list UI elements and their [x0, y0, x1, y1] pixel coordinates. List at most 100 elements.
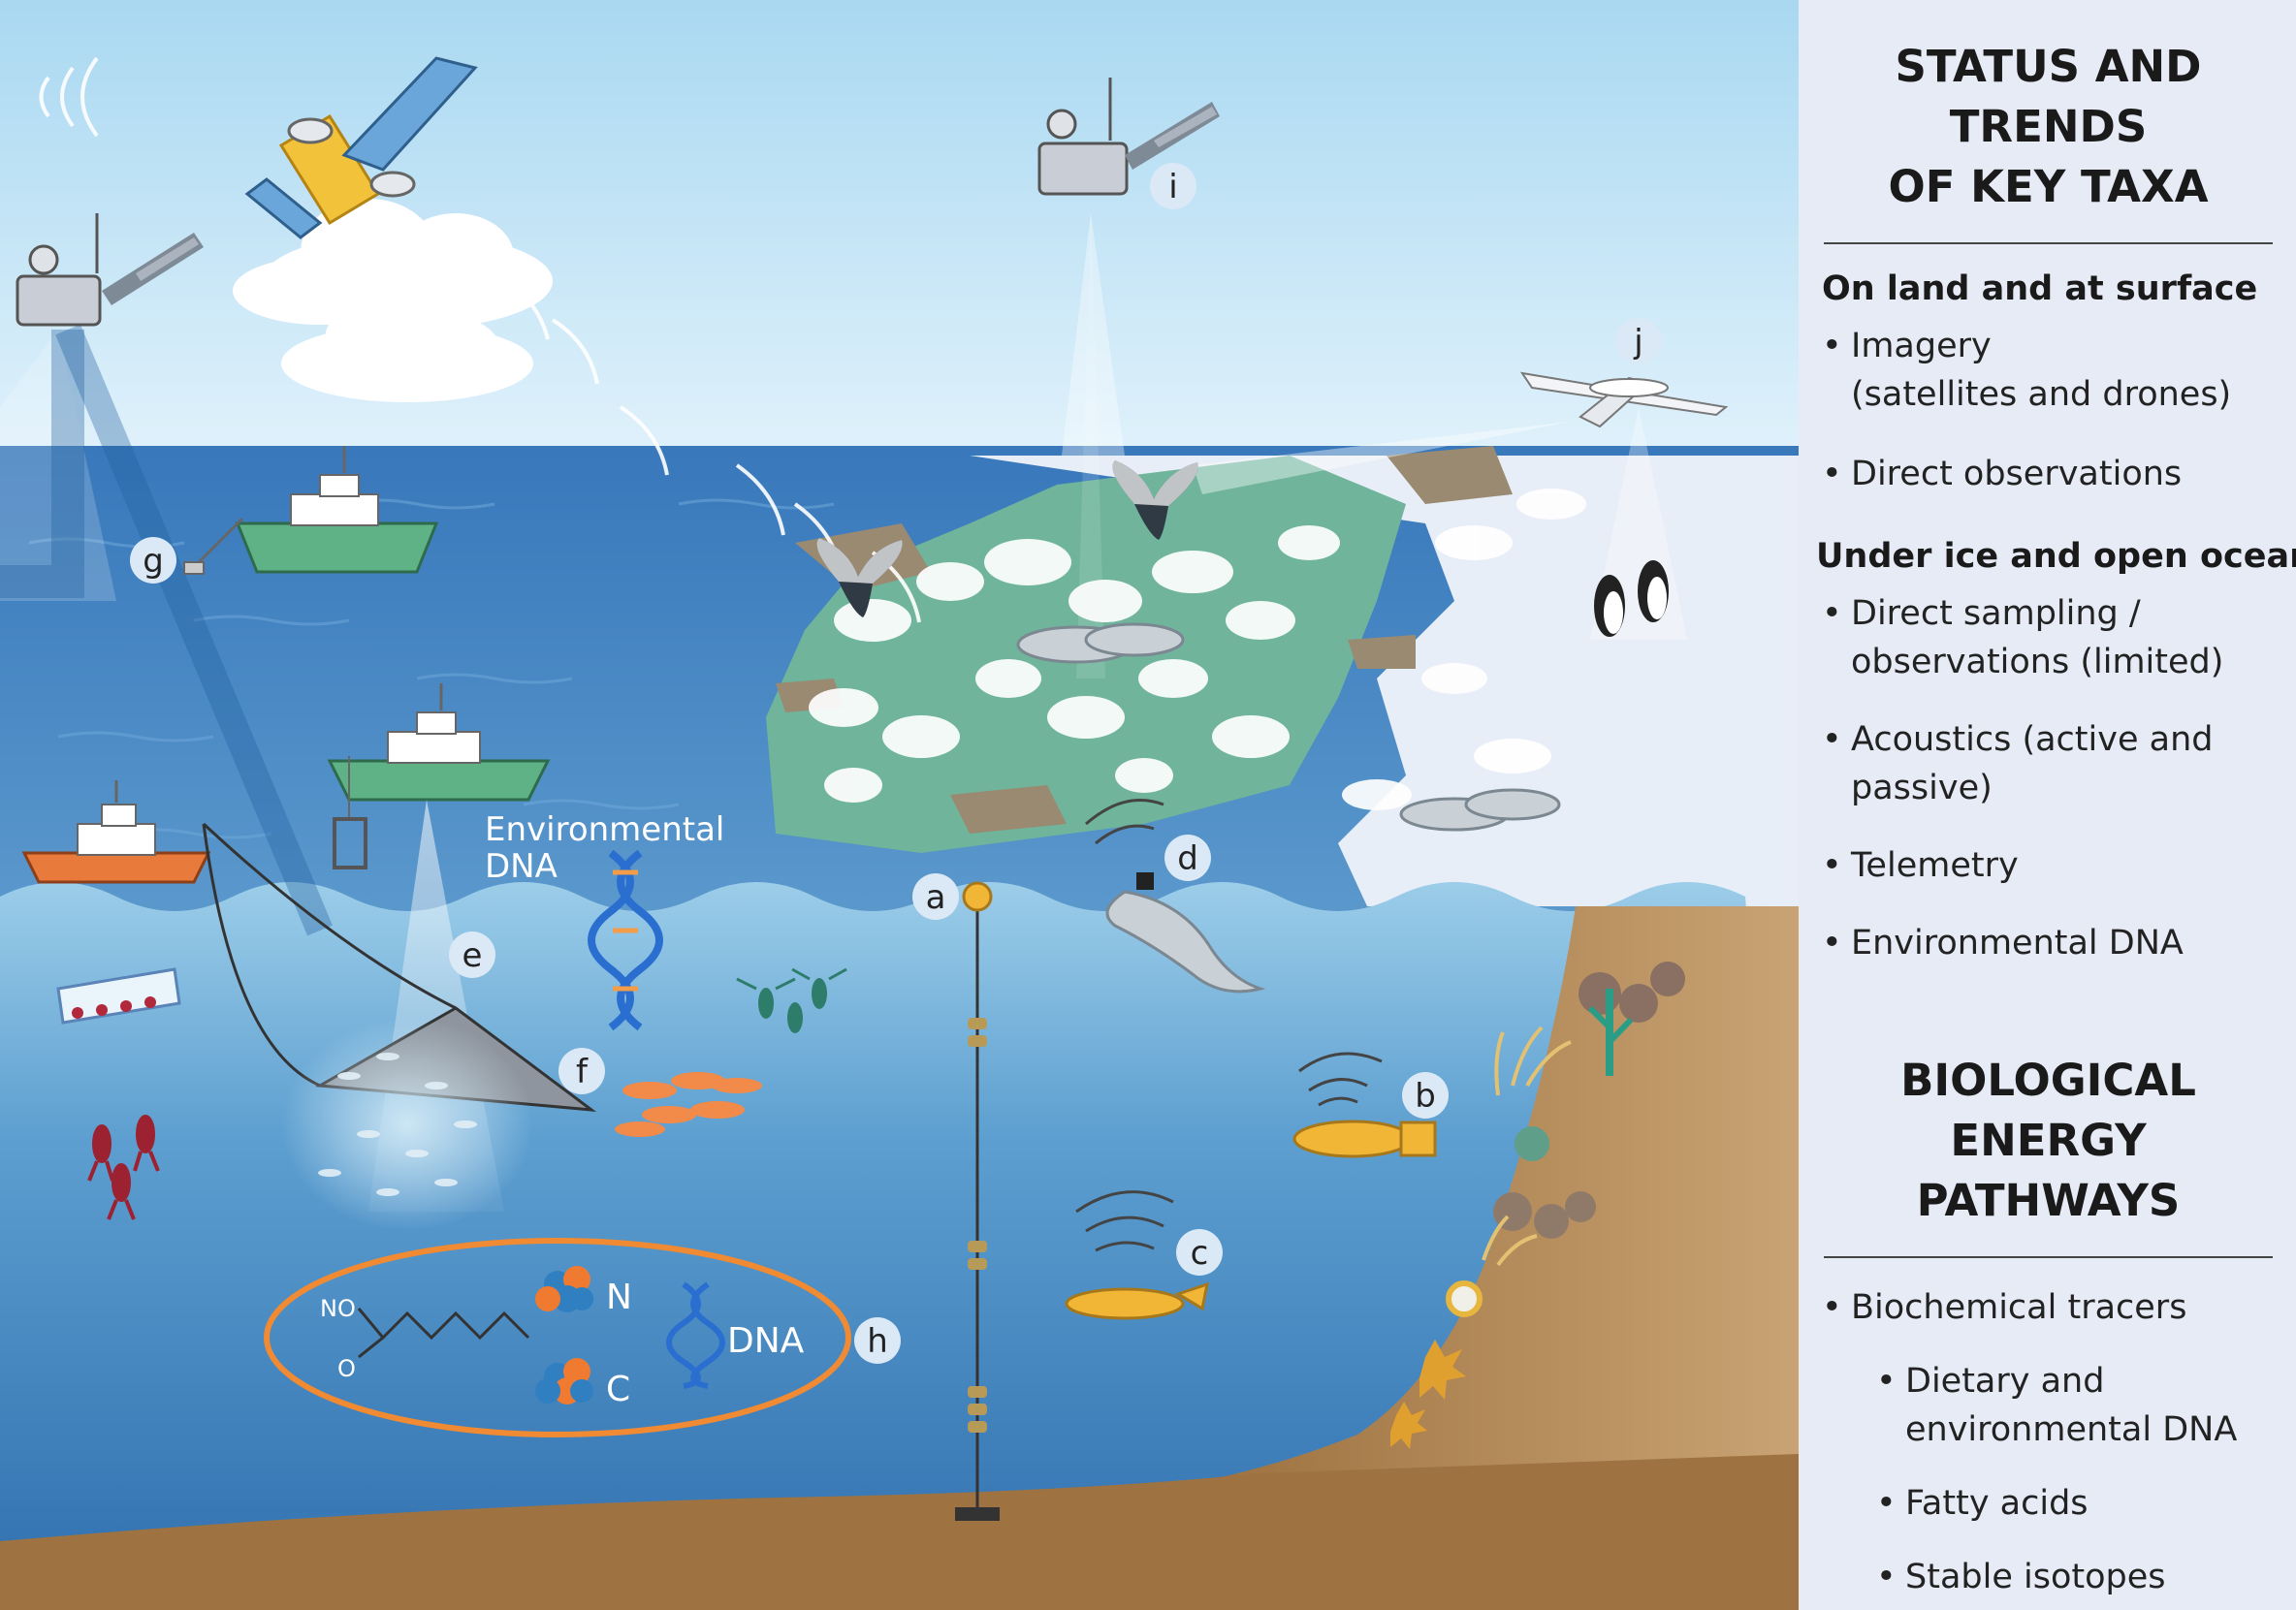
- nitrogen-label: N: [606, 1278, 632, 1317]
- ocean-method-list: Direct sampling / observations (limited) A…: [1818, 589, 2279, 967]
- dna-small-icon: [666, 1281, 725, 1389]
- marker-layer: a b c d e f g h i j: [130, 163, 1662, 1364]
- marker-j: j: [1615, 318, 1662, 364]
- marker-c: c: [1176, 1229, 1223, 1276]
- whale-tail: [816, 538, 903, 617]
- marker-circle: [854, 1317, 901, 1364]
- marker-letter: b: [1415, 1077, 1436, 1116]
- benthic-fauna: [1390, 962, 1685, 1449]
- bullet-text: Telemetry: [1851, 846, 2019, 885]
- marker-i: i: [1150, 163, 1196, 209]
- molecule-bottom-label: O: [337, 1355, 356, 1382]
- bullet-item: Biochemical tracers: [1818, 1283, 2279, 1332]
- nitrogen-isotope-icon: [535, 1266, 593, 1312]
- bullet-text: (satellites and drones): [1851, 375, 2232, 414]
- salps: [56, 967, 181, 1025]
- mooring: [955, 881, 1000, 1521]
- bullet-text: Imagery: [1851, 327, 1992, 365]
- bullet-item: Acoustics (active and passive): [1818, 715, 2279, 812]
- marker-letter: j: [1633, 323, 1642, 362]
- research-ship-ctd: [327, 683, 551, 869]
- marker-circle: [1150, 163, 1196, 209]
- marker-letter: a: [926, 878, 946, 917]
- title-line: STATUS AND TRENDS: [1895, 41, 2202, 152]
- subheading-ocean: Under ice and open ocean: [1816, 537, 2296, 576]
- marker-g: g: [130, 537, 176, 584]
- bullet-item: Fatty acids: [1872, 1479, 2279, 1528]
- cloud: [281, 300, 533, 402]
- communication-satellite: [244, 56, 478, 239]
- fish: [318, 1053, 477, 1196]
- fish-school: [281, 1018, 533, 1231]
- seafloor: [0, 1454, 1799, 1610]
- divider: [1824, 242, 2273, 244]
- dna-helix-icon: [588, 849, 663, 1031]
- bullet-text: Environmental DNA: [1851, 924, 2184, 963]
- bullet-text: observations (limited): [1851, 643, 2224, 681]
- marker-letter: c: [1191, 1234, 1209, 1273]
- bullet-item: Imagery (satellites and drones): [1818, 322, 2279, 419]
- edna-label-line1: Environmental: [485, 810, 724, 849]
- marker-circle: [449, 931, 495, 978]
- marker-f: f: [558, 1048, 605, 1094]
- bullet-item: Dietary and environmental DNA: [1872, 1357, 2279, 1454]
- satellite-left: [0, 213, 333, 936]
- trawler: [21, 780, 211, 884]
- marker-letter: i: [1168, 168, 1177, 206]
- bullet-text: Fatty acids: [1905, 1484, 2089, 1523]
- whale-tail: [1112, 460, 1198, 540]
- marker-a: a: [912, 873, 959, 920]
- penguins: [1594, 560, 1669, 637]
- copepods: [736, 967, 847, 1033]
- research-ship-g: [183, 446, 439, 575]
- continental-slope: [1164, 906, 1799, 1610]
- glider-c: [1065, 1190, 1209, 1320]
- marker-letter: d: [1177, 839, 1198, 878]
- bullet-item: Telemetry: [1818, 841, 2279, 890]
- bullet-item: Stable isotopes: [1872, 1553, 2279, 1601]
- land-method-list: Imagery (satellites and drones) Direct obs…: [1818, 322, 2279, 498]
- title-line: BIOLOGICAL ENERGY: [1900, 1055, 2196, 1166]
- bullet-text: Dietary and: [1905, 1362, 2105, 1401]
- marker-h: h: [854, 1317, 901, 1364]
- tagged-seal: [1085, 799, 1266, 994]
- marker-circle: [558, 1048, 605, 1094]
- seals: [1016, 622, 1561, 832]
- section-title-energy: BIOLOGICAL ENERGY PATHWAYS: [1818, 1051, 2279, 1231]
- marker-letter: f: [576, 1053, 589, 1091]
- divider: [1824, 1256, 2273, 1258]
- marker-letter: e: [462, 936, 483, 975]
- title-line: OF KEY TAXA: [1888, 161, 2209, 212]
- marker-letter: g: [143, 542, 164, 581]
- bullet-text: Stable isotopes: [1905, 1558, 2166, 1596]
- bullet-text: Direct observations: [1851, 455, 2183, 493]
- marker-d: d: [1164, 835, 1211, 881]
- energy-method-list: Biochemical tracersDietary and environmen…: [1818, 1283, 2279, 1610]
- marker-circle: [1164, 835, 1211, 881]
- satellite-i: [1037, 78, 1220, 679]
- sea-ice: [970, 456, 1799, 906]
- bullet-text: environmental DNA: [1905, 1410, 2238, 1449]
- title-line: PATHWAYS: [1916, 1175, 2181, 1226]
- marker-circle: [1402, 1072, 1449, 1119]
- ocean-observation-scene: Environmental DNA NO O N C DNA abcdefghi…: [0, 0, 1799, 1610]
- marker-circle: [912, 873, 959, 920]
- marker-e: e: [449, 931, 495, 978]
- bullet-text: Acoustics (active and: [1851, 720, 2214, 759]
- bullet-text: Direct sampling /: [1851, 594, 2141, 633]
- carbon-isotope-icon: [535, 1358, 593, 1405]
- marker-circle: [1176, 1229, 1223, 1276]
- bullet-item: Direct sampling / observations (limited): [1818, 589, 2279, 686]
- marker-b: b: [1402, 1072, 1449, 1119]
- squid: [87, 1115, 160, 1220]
- edna-label-line2: DNA: [485, 847, 558, 886]
- marker-circle: [1615, 318, 1662, 364]
- bullet-text: passive): [1851, 769, 1993, 807]
- ice-floes: [809, 489, 1586, 810]
- marker-circle: [130, 537, 176, 584]
- bullet-text: Biochemical tracers: [1851, 1288, 2187, 1327]
- fatty-acid-icon: [357, 1308, 530, 1359]
- molecule-top-label: NO: [320, 1295, 356, 1322]
- marker-letter: h: [867, 1322, 888, 1361]
